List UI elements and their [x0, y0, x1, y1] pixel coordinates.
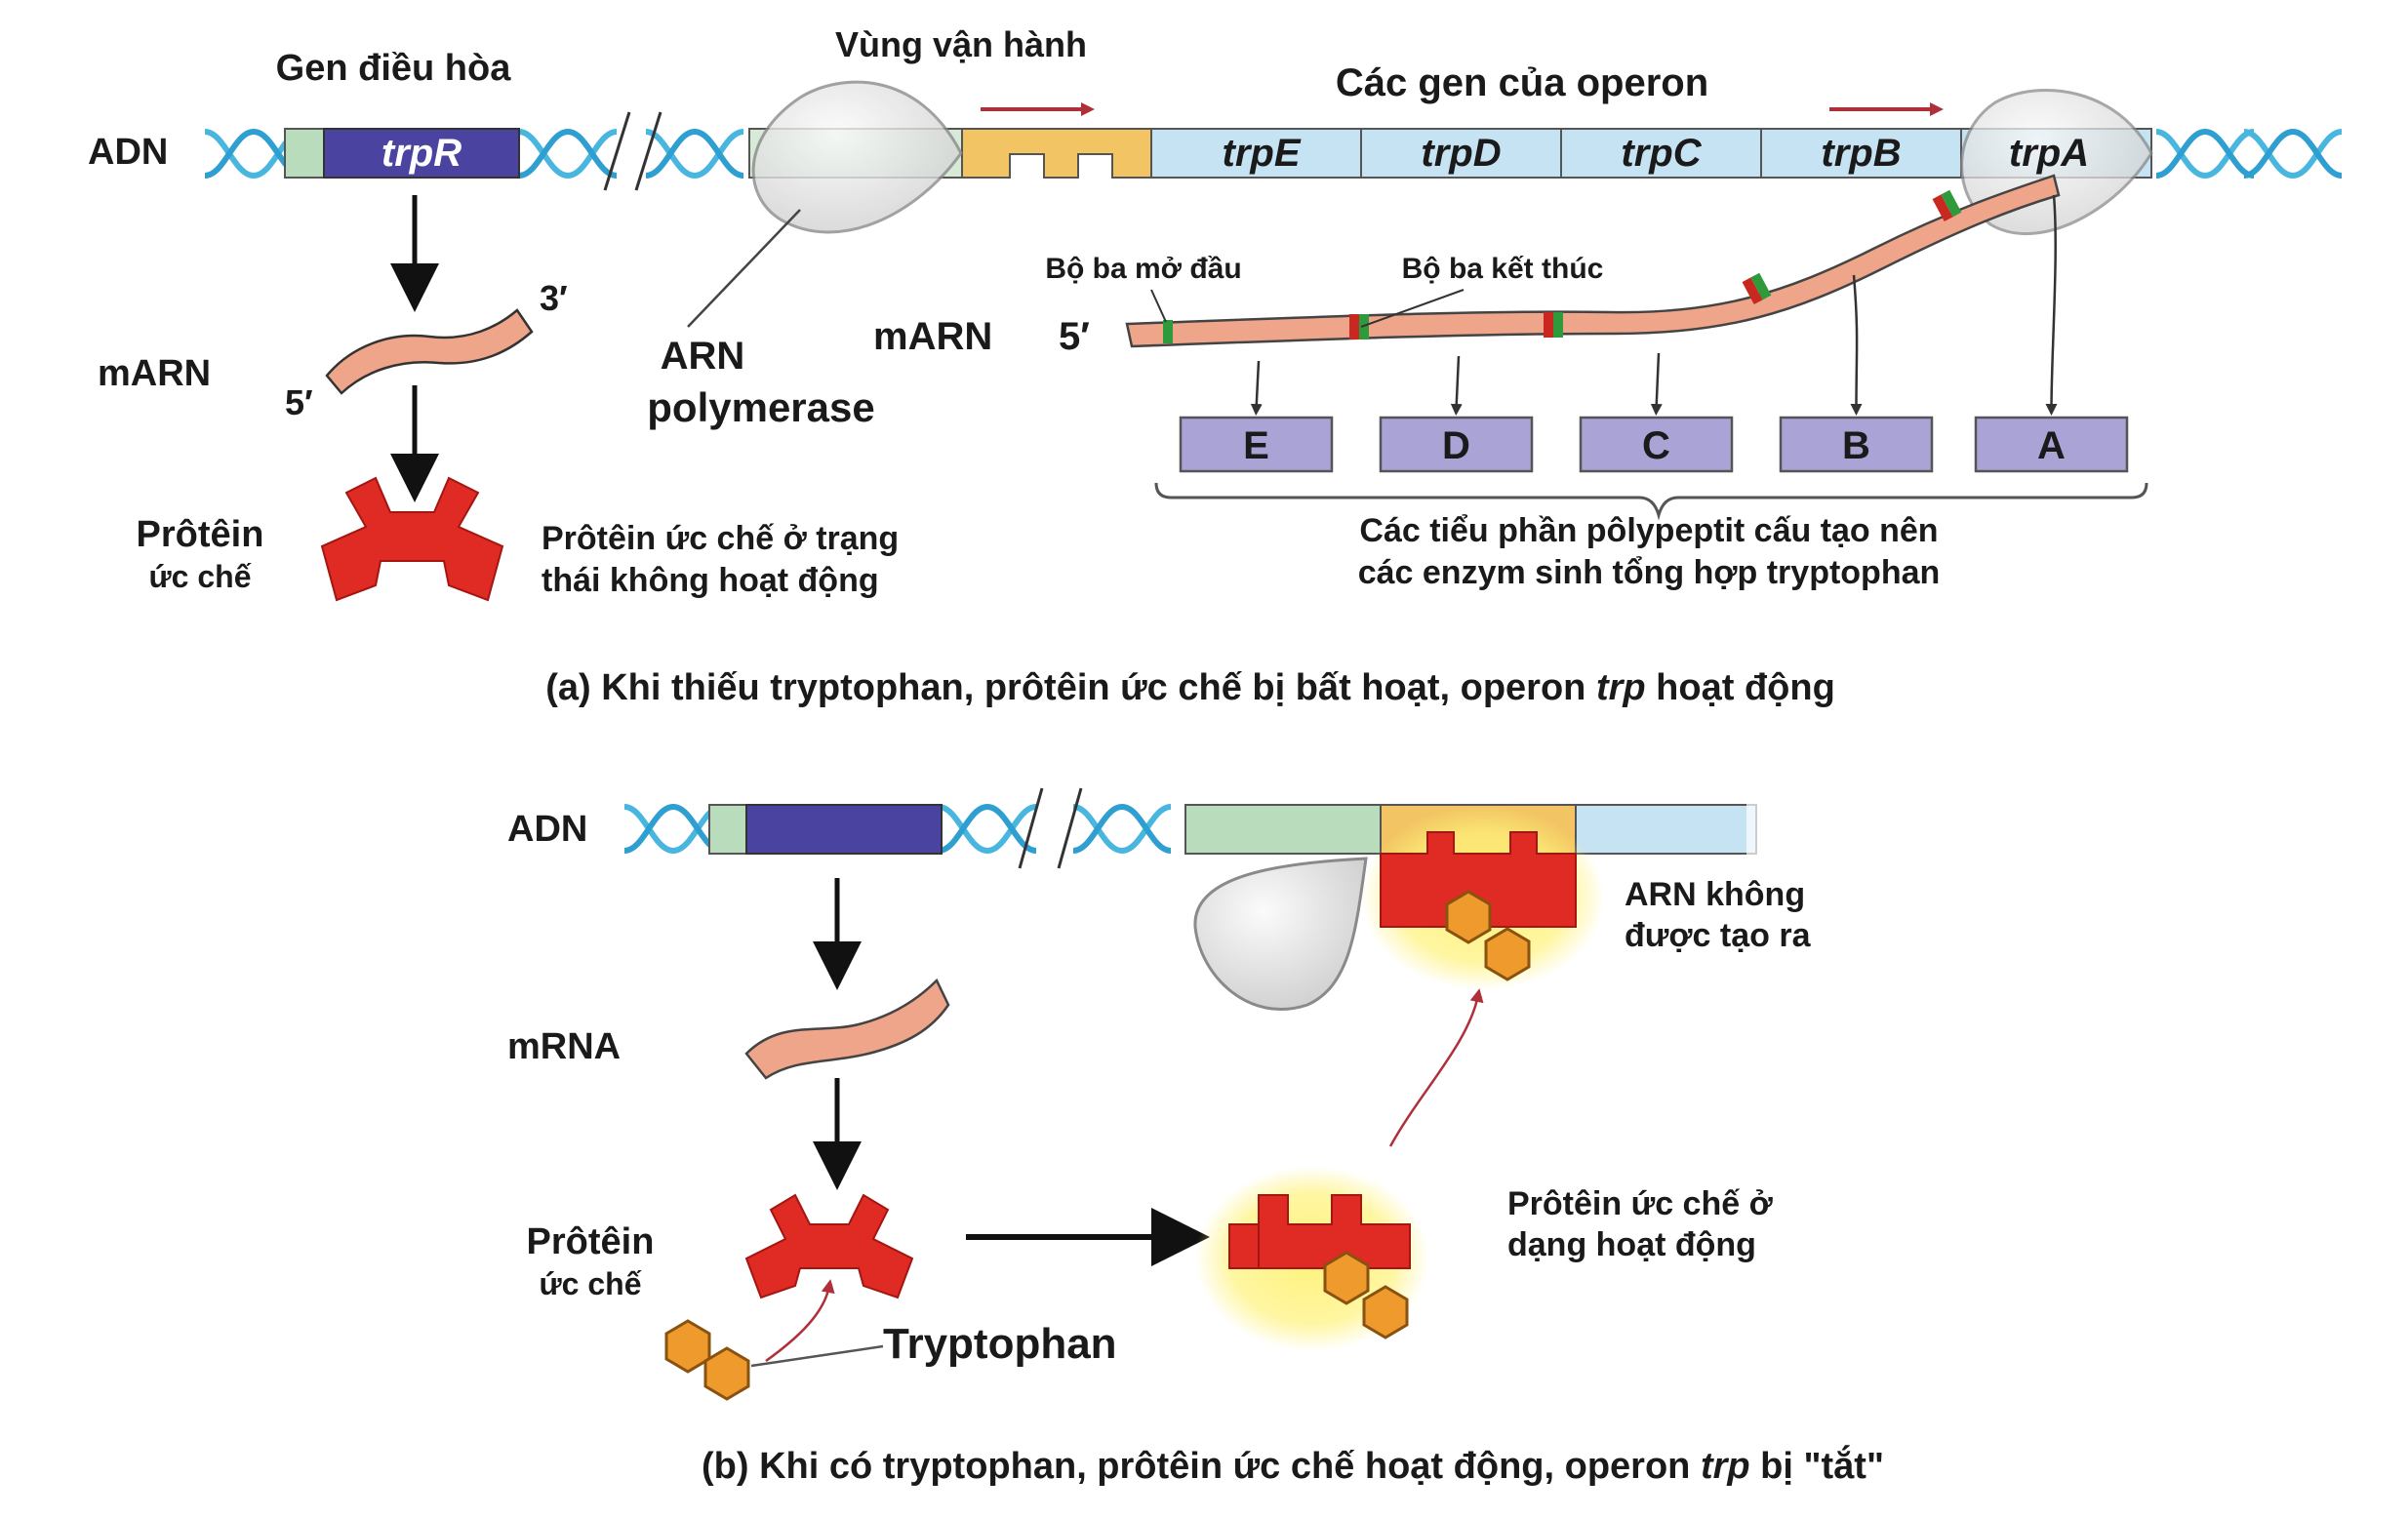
polypeptide-label-D: D — [1442, 424, 1470, 467]
inactive-repressor-icon — [320, 476, 504, 602]
dna-break-icon — [603, 111, 662, 191]
caption-a: (a) Khi thiếu tryptophan, prôtêin ức chế… — [545, 667, 1835, 708]
gene-label-trpB: trpB — [1821, 132, 1901, 175]
trpR-gene-label: trpR — [381, 132, 462, 175]
tryptophan-icon — [1484, 927, 1531, 981]
operon-gene-labels: trpE trpD trpC trpB — [1223, 129, 1962, 178]
polypeptide-label-E: E — [1243, 424, 1269, 467]
polypeptide-label-B: B — [1842, 424, 1870, 467]
pointer-line — [687, 209, 801, 328]
translation-arrow — [1650, 352, 1663, 416]
repressor-state-text-line2: thái không hoạt động — [542, 562, 879, 599]
caption-a-prefix: (a) Khi thiếu tryptophan, prôtêin ức chế… — [545, 667, 1585, 708]
caption-b-suffix: bị "tắt" — [1760, 1444, 1884, 1487]
polypeptide-box-E — [1179, 416, 1334, 473]
caption-b: (b) Khi có tryptophan, prôtêin ức chế ho… — [702, 1444, 1884, 1487]
translation-arrow — [1250, 360, 1263, 416]
tryptophan-icon — [1323, 1251, 1370, 1305]
three-prime-label: 3′ — [540, 278, 568, 318]
active-repressor-text-line2: dạng hoạt động — [1507, 1226, 1756, 1263]
polypeptide-label-C: C — [1642, 424, 1670, 467]
active-repressor-text: Prôtêin ức chế ở — [1507, 1185, 1774, 1222]
mrna-strand-icon — [325, 308, 534, 395]
operator-title: Vùng vận hành — [835, 24, 1087, 64]
mrna-label-left: mARN — [98, 353, 211, 394]
dna-label-b: ADN — [507, 809, 587, 850]
active-repressor-icon — [1228, 1194, 1411, 1269]
caption-b-italic: trp — [1701, 1446, 1750, 1487]
rna-polymerase-icon — [751, 80, 963, 234]
inactive-repressor-icon-b — [744, 1193, 914, 1299]
dna-break-icon — [1018, 787, 1083, 869]
binding-arrow — [1388, 988, 1484, 1147]
pointer-line — [1150, 289, 1167, 323]
repressor-label-line2: ức chế — [149, 559, 252, 594]
codon-marks — [1163, 189, 1962, 343]
stop-codon-label: Bộ ba kết thúc — [1402, 253, 1604, 285]
operon-promoter-b — [1184, 804, 1382, 855]
polycistronic-mrna — [1125, 174, 2061, 348]
polypeptide-box-A — [1974, 416, 2129, 473]
mrna-label-right: mARN — [873, 315, 992, 358]
no-rna-text: ARN không — [1625, 876, 1805, 913]
rna-polymerase-label-line2: polymerase — [647, 384, 874, 430]
five-prime-label: 5′ — [285, 382, 313, 422]
polypeptide-caption-line2: các enzym sinh tổng hợp tryptophan — [1358, 554, 1941, 591]
repressor-label-b: Prôtêin — [527, 1221, 655, 1262]
repressor-label: Prôtêin — [137, 514, 264, 555]
no-rna-text-line2: được tạo ra — [1625, 917, 1812, 954]
tryptophan-icon — [703, 1346, 750, 1401]
start-codon-label: Bộ ba mở đầu — [1045, 253, 1241, 285]
translation-arrow — [2045, 194, 2058, 416]
mrna-right-five-prime: 5′ — [1059, 315, 1090, 358]
polypeptide-caption: Các tiểu phần pôlypeptit cấu tạo nên — [1359, 512, 1938, 549]
regulator-promoter — [284, 128, 325, 179]
caption-a-italic: trp — [1596, 667, 1646, 708]
mrna-label-b: mRNA — [507, 1026, 621, 1067]
polypeptide-label-A: A — [2037, 424, 2066, 467]
caption-b-prefix: (b) Khi có tryptophan, prôtêin ức chế ho… — [702, 1446, 1690, 1487]
operon-genes-bar-b — [1575, 804, 1757, 855]
repressor-label-b-line2: ức chế — [540, 1266, 642, 1301]
gene-label-trpC: trpC — [1621, 132, 1702, 175]
regulator-promoter-b — [708, 804, 747, 855]
tryptophan-label: Tryptophan — [883, 1320, 1117, 1368]
operon-genes-title: Các gen của operon — [1336, 61, 1708, 104]
repressor-state-text: Prôtêin ức chế ở trạng — [542, 520, 899, 557]
gene-label-trpD: trpD — [1421, 132, 1501, 175]
pointer-line — [1360, 289, 1465, 328]
gene-label-trpA-overlay: trpA — [2009, 132, 2089, 175]
rna-polymerase-icon-b — [1193, 857, 1368, 1011]
binding-arrow — [765, 1279, 835, 1363]
polypeptide-box-D — [1379, 416, 1534, 473]
regulator-gene-b — [745, 804, 943, 855]
operator-region — [961, 128, 1152, 179]
panel-b: ADN ARN không được tạo ra mRNA — [507, 787, 1884, 1487]
polypeptide-box-B — [1779, 416, 1934, 473]
bound-repressor-icon — [1380, 831, 1577, 928]
gene-label-trpE: trpE — [1223, 132, 1302, 175]
tryptophan-icon — [1362, 1285, 1409, 1339]
trpR-gene — [323, 128, 520, 179]
translation-arrow — [1850, 274, 1863, 416]
translation-arrow — [1450, 355, 1463, 416]
mrna-strand-icon-b — [744, 978, 950, 1080]
rna-polymerase-label: ARN — [661, 335, 745, 378]
tryptophan-icon — [664, 1319, 711, 1374]
pointer-line — [750, 1344, 884, 1368]
polypeptide-box-C — [1579, 416, 1734, 473]
brace-icon — [1154, 482, 2148, 521]
dna-label: ADN — [88, 132, 168, 173]
tryptophan-icon — [1445, 890, 1492, 944]
caption-a-suffix: hoạt động — [1656, 667, 1835, 708]
regulator-gene-title: Gen điều hòa — [276, 48, 512, 89]
